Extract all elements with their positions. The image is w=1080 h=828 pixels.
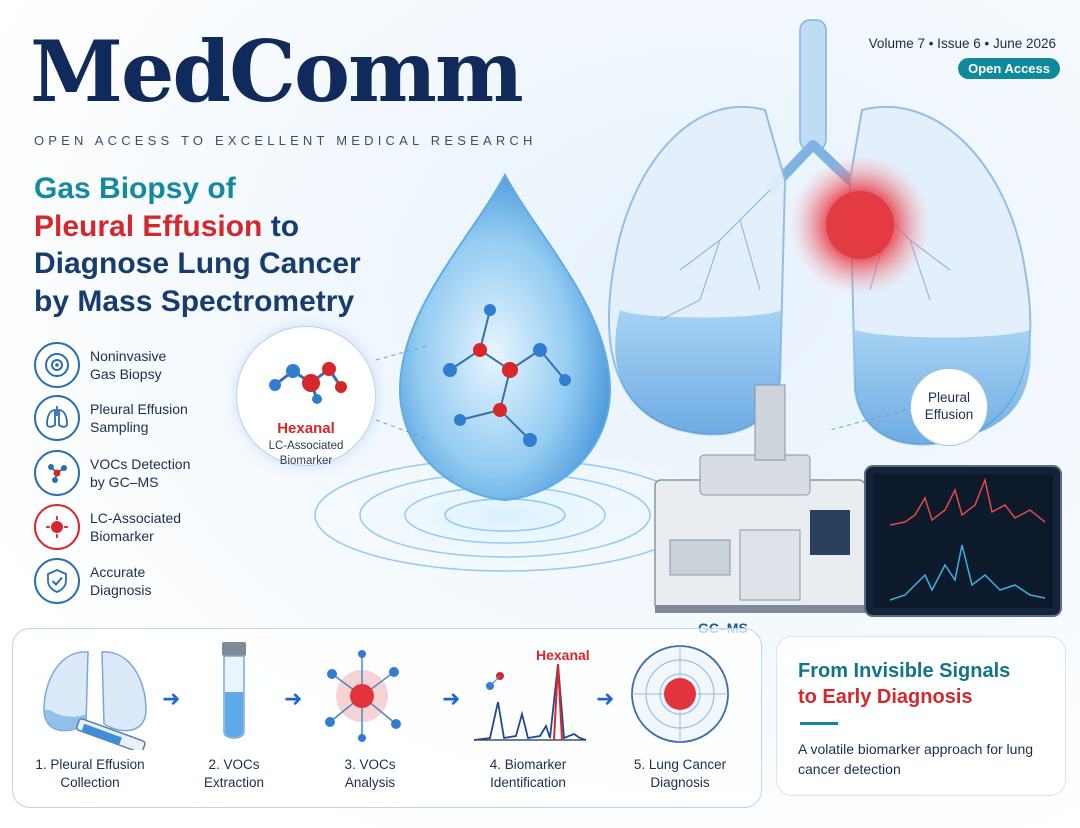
droplet-illustration [285, 172, 725, 585]
cover-title: Gas Biopsy of Pleural Effusion to Diagno… [34, 170, 394, 320]
hexanal-subtitle: LC-Associated Biomarker [268, 440, 344, 467]
journal-logo: MedComm [30, 22, 524, 121]
arrow-right-icon: ➜ [442, 686, 461, 711]
workflow-step-label: 1. Pleural Effusion Collection [35, 757, 145, 790]
title-line-1: Gas Biopsy of [34, 172, 236, 205]
workflow-step-label: 4. Biomarker Identification [489, 757, 567, 790]
journal-tagline: OPEN ACCESS TO EXCELLENT MEDICAL RESEARC… [34, 133, 537, 148]
lung-syringe-icon [43, 651, 147, 750]
feature-item: Accurate Diagnosis [34, 558, 264, 604]
spectrum-monitor [864, 465, 1062, 617]
biomarker-icon [34, 504, 80, 550]
card-divider [800, 722, 838, 725]
feature-item: Pleural Effusion Sampling [34, 395, 264, 441]
spectrum-peaks-icon [473, 663, 587, 741]
feature-item: LC-Associated Biomarker [34, 504, 264, 550]
feature-label: Noninvasive Gas Biopsy [90, 347, 167, 382]
gc-ms-instrument [654, 384, 866, 613]
title-line-2-rest: to [262, 209, 300, 243]
title-line-4: by Mass Spectrometry [34, 284, 355, 318]
arrow-right-icon: ➜ [162, 686, 181, 711]
feature-item: VOCs Detection by GC–MS [34, 450, 264, 496]
molecule-icon [34, 450, 80, 496]
shield-check-icon [34, 558, 80, 604]
open-access-badge: Open Access [958, 58, 1060, 79]
feature-label: LC-Associated Biomarker [90, 509, 182, 544]
title-highlight: Pleural Effusion [34, 209, 263, 243]
arrow-right-icon: ➜ [284, 686, 303, 711]
card-title-line-1: From Invisible Signals [798, 660, 1011, 682]
issue-info: Volume 7 • Issue 6 • June 2026 [868, 36, 1056, 51]
workflow-step-label: 3. VOCs Analysis [344, 757, 396, 790]
workflow-step-label: 2. VOCs Extraction [203, 757, 265, 790]
hexanal-callout [236, 326, 376, 466]
feature-label: Pleural Effusion Sampling [90, 400, 188, 435]
molecule-cluster-icon [325, 650, 401, 742]
feature-label: Accurate Diagnosis [90, 563, 152, 598]
feature-item: Noninvasive Gas Biopsy [34, 342, 264, 388]
card-description: A volatile biomarker approach for lung c… [798, 741, 1034, 777]
workflow-step-label: 5. Lung Cancer Diagnosis [633, 757, 727, 790]
pleural-effusion-label: Pleural Effusion [910, 368, 988, 446]
lungs-icon [34, 395, 80, 441]
target-icon [34, 342, 80, 388]
title-line-3: Diagnose Lung Cancer [34, 247, 361, 280]
test-tube-icon [222, 642, 246, 739]
target-tumor-icon [631, 645, 729, 743]
arrow-right-icon: ➜ [596, 686, 615, 711]
hexanal-peak-label: Hexanal [536, 647, 590, 663]
hexanal-label: Hexanal [277, 420, 335, 437]
feature-label: VOCs Detection by GC–MS [90, 455, 191, 490]
summary-card [776, 636, 1066, 796]
hexanal-molecule-icon [269, 362, 347, 404]
title-line-2: Pleural Effusion to [34, 208, 394, 246]
card-title-line-2: to Early Diagnosis [798, 686, 973, 708]
